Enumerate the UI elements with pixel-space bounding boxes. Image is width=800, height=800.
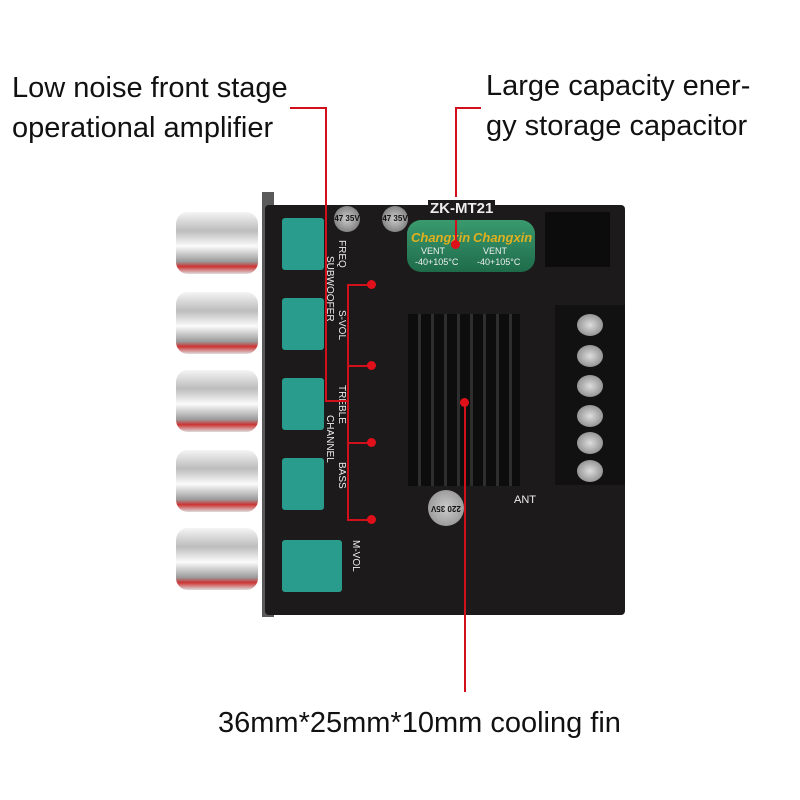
capacitor-temp-marking: -40+105°C: [415, 257, 459, 267]
op-amp-dot: [367, 361, 376, 370]
knob-freq: [176, 212, 258, 274]
silk-freq: FREQ: [336, 240, 347, 268]
cooling-fin-callout: 36mm*25mm*10mm cooling fin: [218, 707, 621, 739]
potentiometer: [282, 378, 324, 430]
leader-line: [464, 402, 466, 692]
board-model: ZK-MT21: [428, 200, 496, 217]
leader-line: [455, 107, 457, 197]
cooling-fin-dot: [460, 398, 469, 407]
capacitor-marking: VENT: [421, 246, 446, 256]
leader-line: [325, 400, 349, 402]
leader-line: [455, 107, 481, 109]
silk-subwoofer: SUBWOOFER: [324, 256, 335, 322]
output-capacitor: 220 35V: [428, 490, 464, 526]
callout-line-1: Large capacity ener-: [486, 70, 751, 102]
silk-channel: CHANNEL: [324, 415, 335, 463]
silk-treble: TREBLE: [336, 385, 347, 424]
knob-main-volume: [176, 528, 258, 590]
large-capacitor: Changxin Changxin VENT VENT -40+105°C -4…: [407, 220, 535, 272]
screw: [577, 460, 603, 482]
small-capacitor: 47 35V: [334, 206, 360, 232]
potentiometer: [282, 540, 342, 592]
leader-line: [325, 107, 327, 402]
op-amp-callout: Low noise front stage operational amplif…: [12, 68, 288, 148]
op-amp-dot: [367, 438, 376, 447]
leader-line: [347, 442, 371, 444]
leader-line: [347, 284, 349, 521]
capacitor-brand: Changxin: [473, 230, 533, 245]
small-capacitor: 47 35V: [382, 206, 408, 232]
knob-bass: [176, 450, 258, 512]
leader-line: [290, 107, 327, 109]
leader-line: [347, 365, 371, 367]
potentiometer: [282, 298, 324, 350]
callout-line-2: gy storage capacitor: [486, 110, 748, 142]
potentiometer: [282, 458, 324, 510]
screw: [577, 375, 603, 397]
screw: [577, 314, 603, 336]
callout-line-2: operational amplifier: [12, 112, 274, 144]
capacitor-brand: Changxin: [411, 230, 471, 245]
capacitor-callout: Large capacity ener- gy storage capacito…: [486, 66, 750, 146]
capacitor-marking: VENT: [483, 246, 508, 256]
knob-subwoofer-volume: [176, 292, 258, 354]
leader-line: [347, 284, 371, 286]
capacitor-temp-marking: -40+105°C: [477, 257, 521, 267]
screw: [577, 432, 603, 454]
dc-power-jack: [545, 212, 610, 267]
small-capacitor-marking: 47 35V: [334, 214, 360, 223]
silk-m-vol: M-VOL: [350, 540, 361, 572]
op-amp-dot: [367, 515, 376, 524]
silk-s-vol: S-VOL: [336, 310, 347, 341]
silk-bass: BASS: [336, 462, 347, 489]
ant-label: ANT: [514, 494, 536, 506]
potentiometer: [282, 218, 324, 270]
knob-treble: [176, 370, 258, 432]
screw: [577, 345, 603, 367]
capacitor-dot: [451, 240, 460, 249]
op-amp-dot: [367, 280, 376, 289]
output-capacitor-marking: 220 35V: [431, 504, 461, 513]
leader-line: [455, 220, 457, 244]
leader-line: [347, 519, 371, 521]
screw: [577, 405, 603, 427]
callout-line-1: Low noise front stage: [12, 72, 288, 104]
small-capacitor-marking: 47 35V: [382, 214, 408, 223]
